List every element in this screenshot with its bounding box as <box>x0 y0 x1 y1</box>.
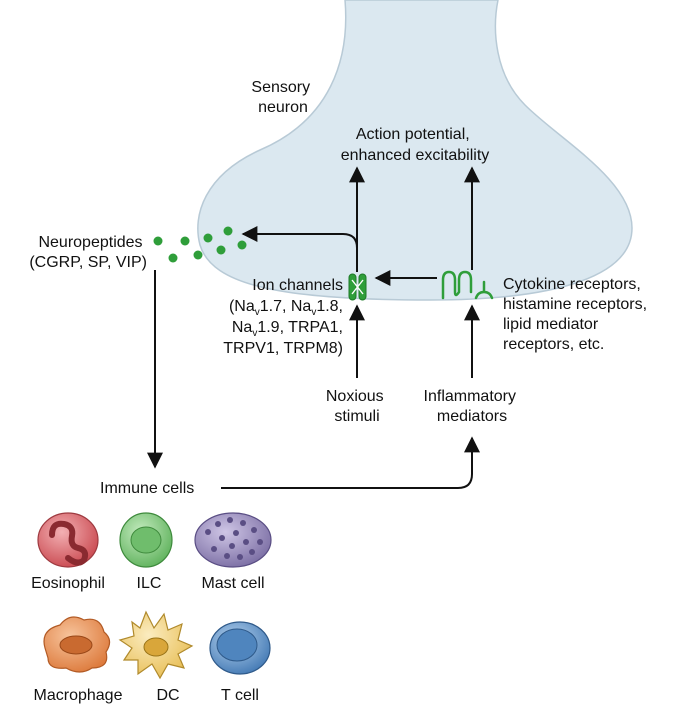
action-potential-label: Action potential, enhanced excitability <box>341 126 490 164</box>
eosinophil-label: Eosinophil <box>31 575 105 592</box>
t-cell-label: T cell <box>221 687 259 704</box>
arrow-ion-to-neuropeptides <box>241 226 358 249</box>
ion-channels-line2: Nav1.9, TRPA1, <box>232 319 343 339</box>
ilc-icon <box>119 512 173 568</box>
neuropeptides-label: Neuropeptides (CGRP, SP, VIP) <box>29 234 147 271</box>
ion-channels-title: Ion channels <box>252 277 343 294</box>
ion-channels-line1: (Nav1.7, Nav1.8, <box>229 298 343 318</box>
mast-cell-label: Mast cell <box>201 575 264 592</box>
ion-channels-line3: TRPV1, TRPM8) <box>223 340 343 357</box>
ion-channel-icon <box>348 273 367 301</box>
eosinophil-icon <box>37 512 99 568</box>
immune-cells-label: Immune cells <box>100 480 194 497</box>
receptors-label: Cytokine receptors, histamine receptors,… <box>503 276 652 353</box>
inflammatory-mediators-label: Inflammatory mediators <box>424 388 521 425</box>
t-cell-icon <box>209 621 271 675</box>
mast-cell-icon <box>194 512 272 568</box>
neuropeptide-dots <box>153 226 247 263</box>
noxious-stimuli-label: Noxious stimuli <box>326 388 388 425</box>
sensory-neuron-label: Sensory neuron <box>251 79 314 116</box>
receptor-icon <box>441 270 494 300</box>
macrophage-icon <box>43 616 111 673</box>
sensory-neuron-shape <box>197 0 633 301</box>
ilc-label: ILC <box>137 575 162 592</box>
arrow-immune-to-mediators <box>221 436 480 489</box>
dc-icon <box>118 610 194 680</box>
macrophage-label: Macrophage <box>34 687 123 704</box>
dc-label: DC <box>156 687 179 704</box>
